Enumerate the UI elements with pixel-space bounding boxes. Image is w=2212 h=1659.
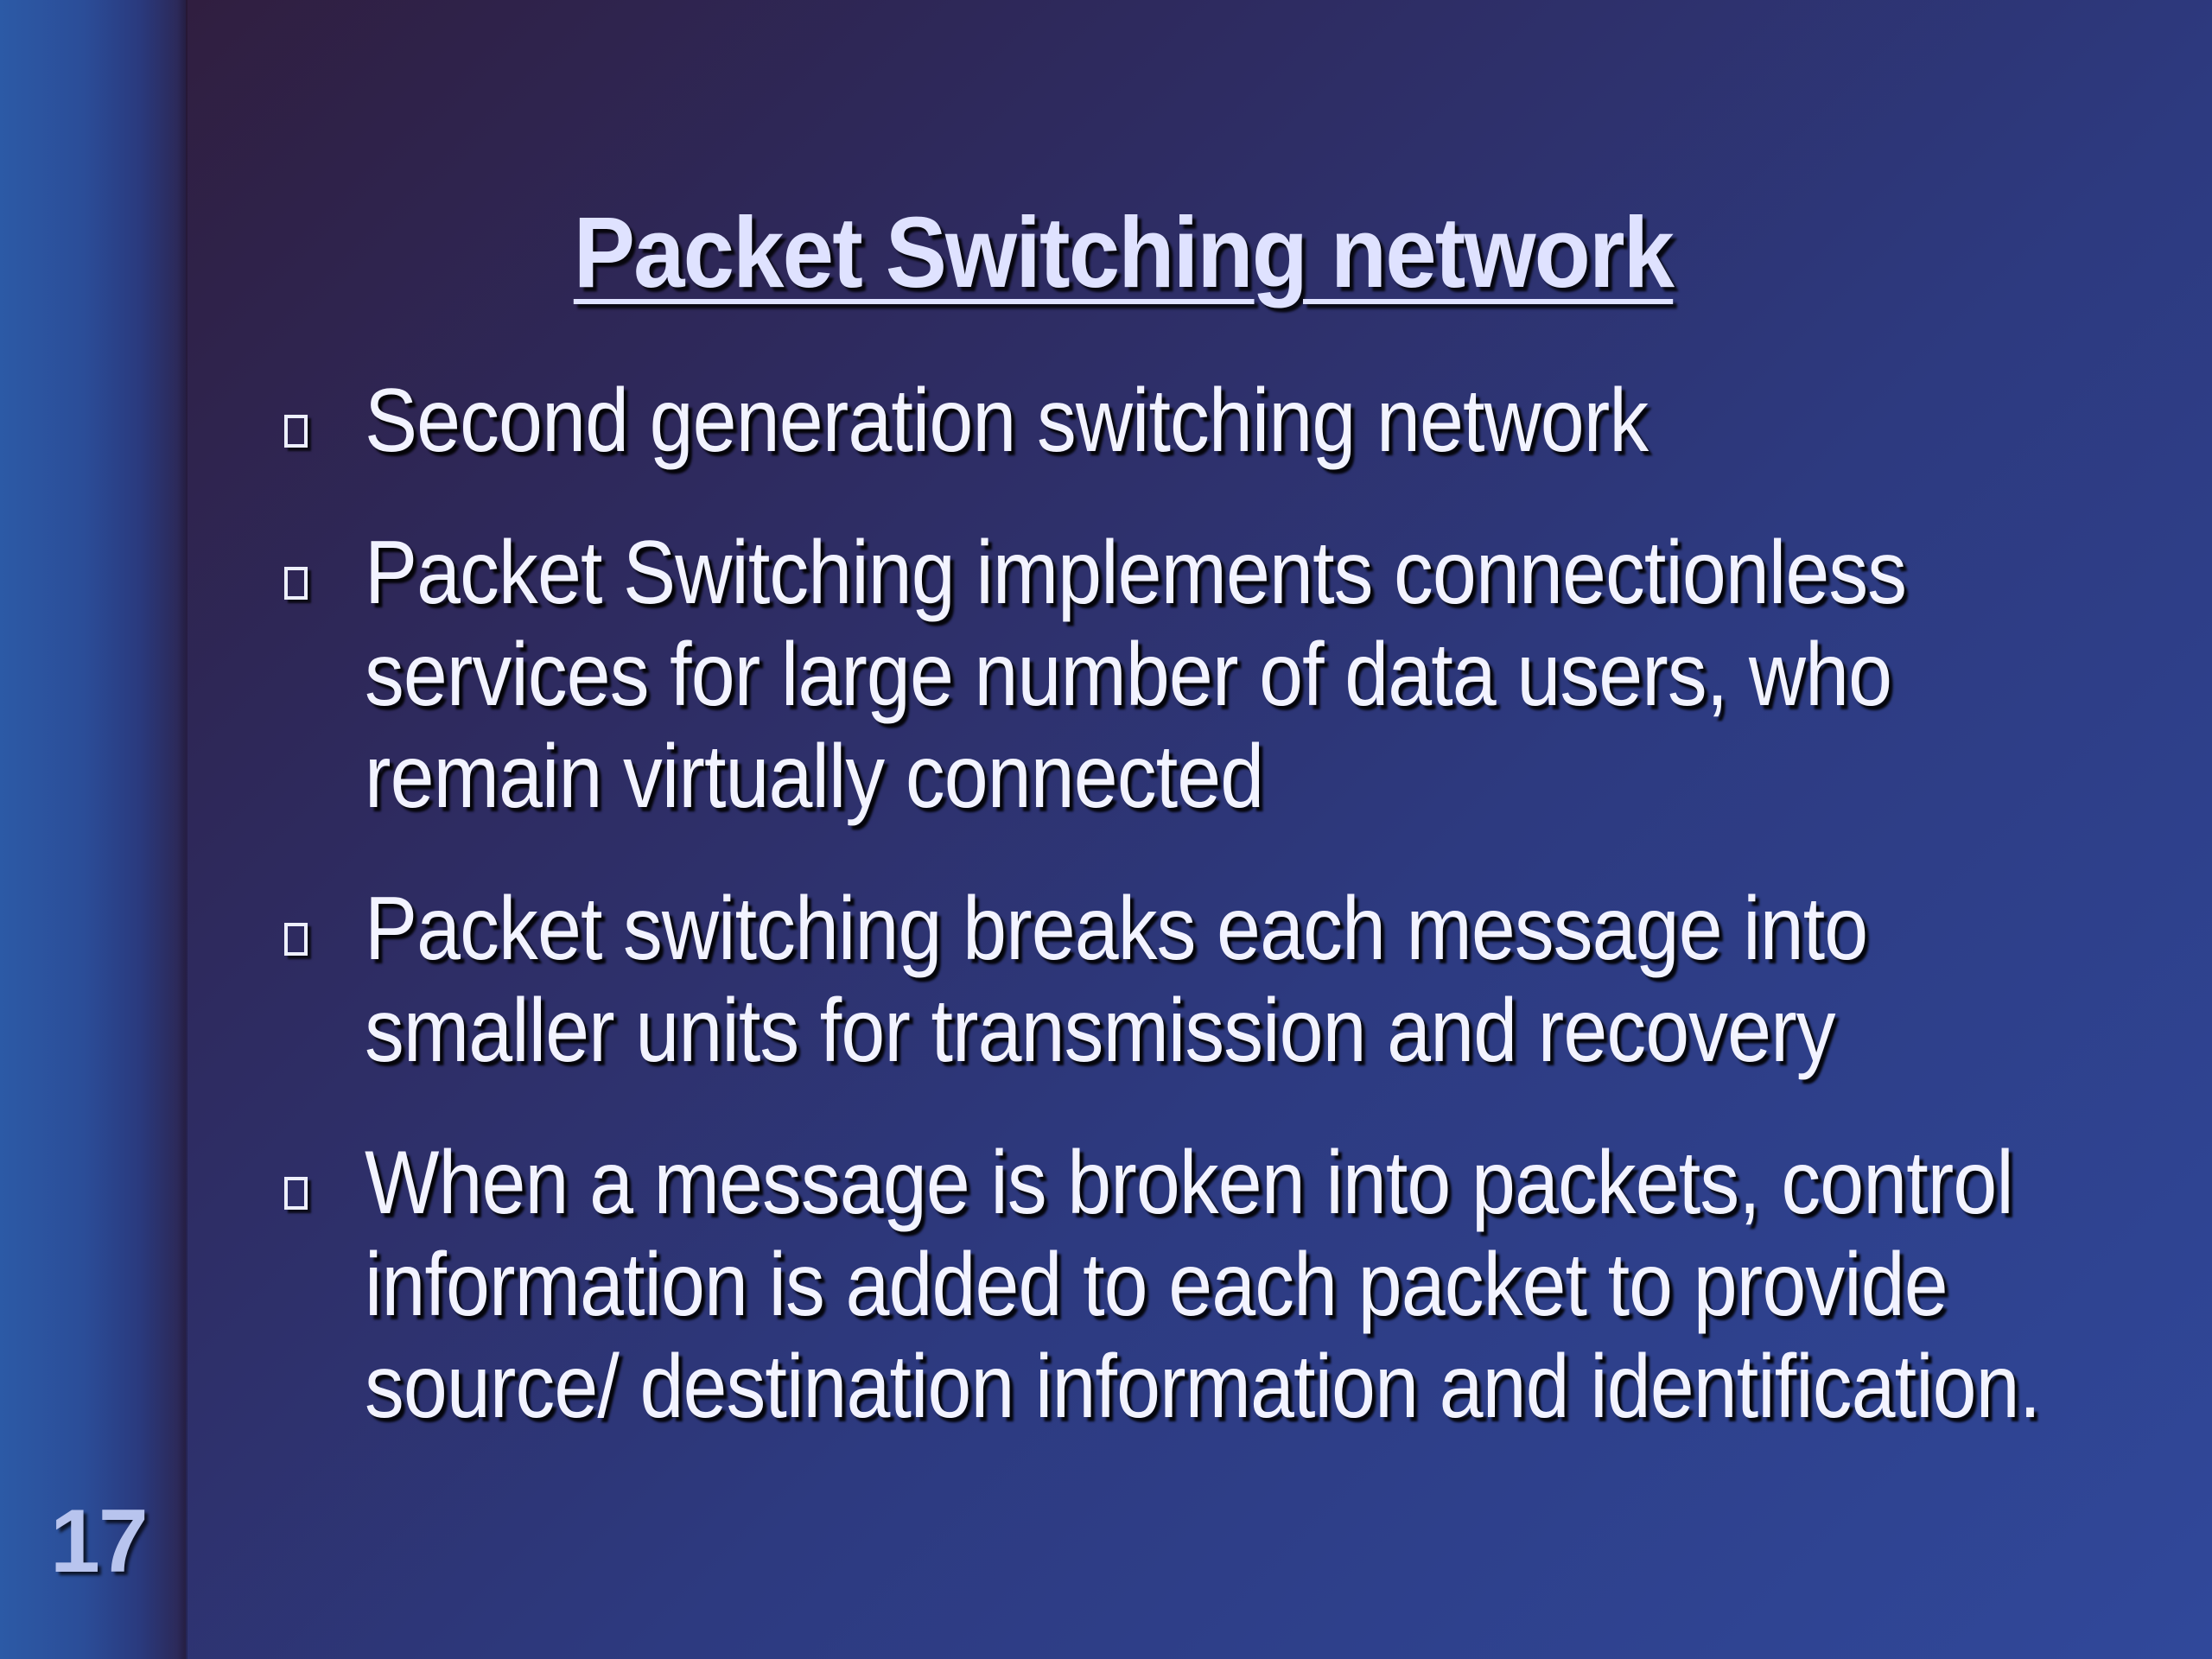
bullet-item: When a message is broken into packets, c… — [281, 1132, 2113, 1438]
bullet-text: When a message is broken into packets, c… — [365, 1133, 2041, 1437]
square-bullet-icon — [284, 1177, 308, 1210]
bullet-list: Second generation switching network Pack… — [281, 370, 2113, 1488]
sidebar-shadow-edge — [177, 0, 188, 1659]
left-sidebar-band — [0, 0, 186, 1659]
bullet-item: Second generation switching network — [281, 370, 2113, 472]
slide-number: 17 — [50, 1491, 149, 1592]
square-bullet-icon — [284, 923, 308, 956]
bullet-text: Packet switching breaks each message int… — [365, 879, 1868, 1081]
bullet-item: Packet Switching implements connectionle… — [281, 522, 2113, 828]
square-bullet-icon — [284, 567, 308, 600]
square-bullet-icon — [284, 415, 308, 448]
slide-title: Packet Switching network — [573, 196, 1675, 308]
bullet-text: Packet Switching implements connectionle… — [365, 523, 1907, 827]
bullet-item: Packet switching breaks each message int… — [281, 878, 2113, 1082]
bullet-text: Second generation switching network — [365, 371, 1649, 471]
